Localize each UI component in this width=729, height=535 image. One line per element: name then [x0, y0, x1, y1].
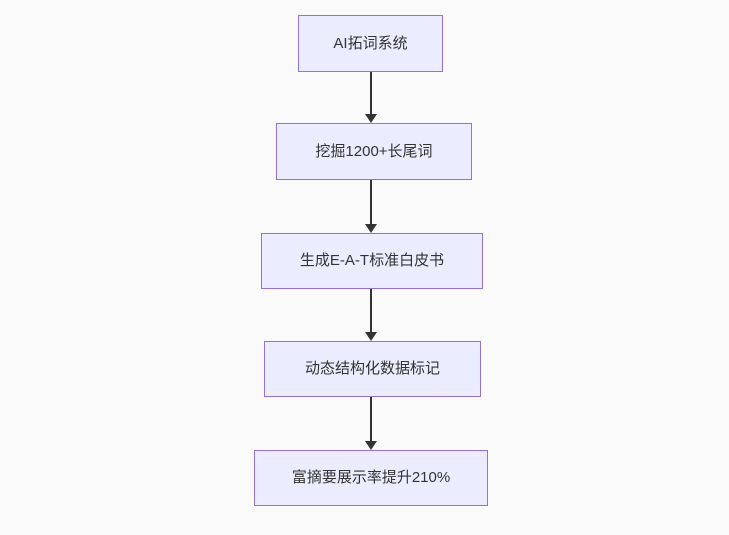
flow-node-dynamic-structured-data-markup: 动态结构化数据标记 [264, 341, 481, 397]
arrow-down-icon [365, 289, 377, 341]
arrow-down-icon [365, 180, 377, 233]
flow-node-ai-word-expansion-system: AI拓词系统 [298, 15, 443, 72]
flow-node-label: 生成E-A-T标准白皮书 [299, 252, 445, 269]
arrow-line [370, 72, 372, 114]
arrow-head-icon [365, 441, 377, 450]
arrow-line [370, 180, 372, 224]
flow-node-label: AI拓词系统 [333, 34, 408, 52]
arrow-down-icon [365, 72, 377, 123]
flow-node-label: 富摘要展示率提升210% [291, 469, 451, 486]
flow-node-rich-snippet-rate-increase: 富摘要展示率提升210% [254, 450, 488, 506]
arrow-head-icon [365, 114, 377, 123]
flow-node-label: 动态结构化数据标记 [304, 360, 440, 377]
arrow-head-icon [365, 332, 377, 341]
flow-node-generate-eat-whitepaper: 生成E-A-T标准白皮书 [261, 233, 483, 289]
flow-node-label: 挖掘1200+长尾词 [315, 142, 433, 160]
arrow-down-icon [365, 397, 377, 450]
arrow-line [370, 397, 372, 441]
arrow-head-icon [365, 224, 377, 233]
arrow-line [370, 289, 372, 332]
flow-node-mine-longtail-keywords: 挖掘1200+长尾词 [276, 123, 472, 180]
